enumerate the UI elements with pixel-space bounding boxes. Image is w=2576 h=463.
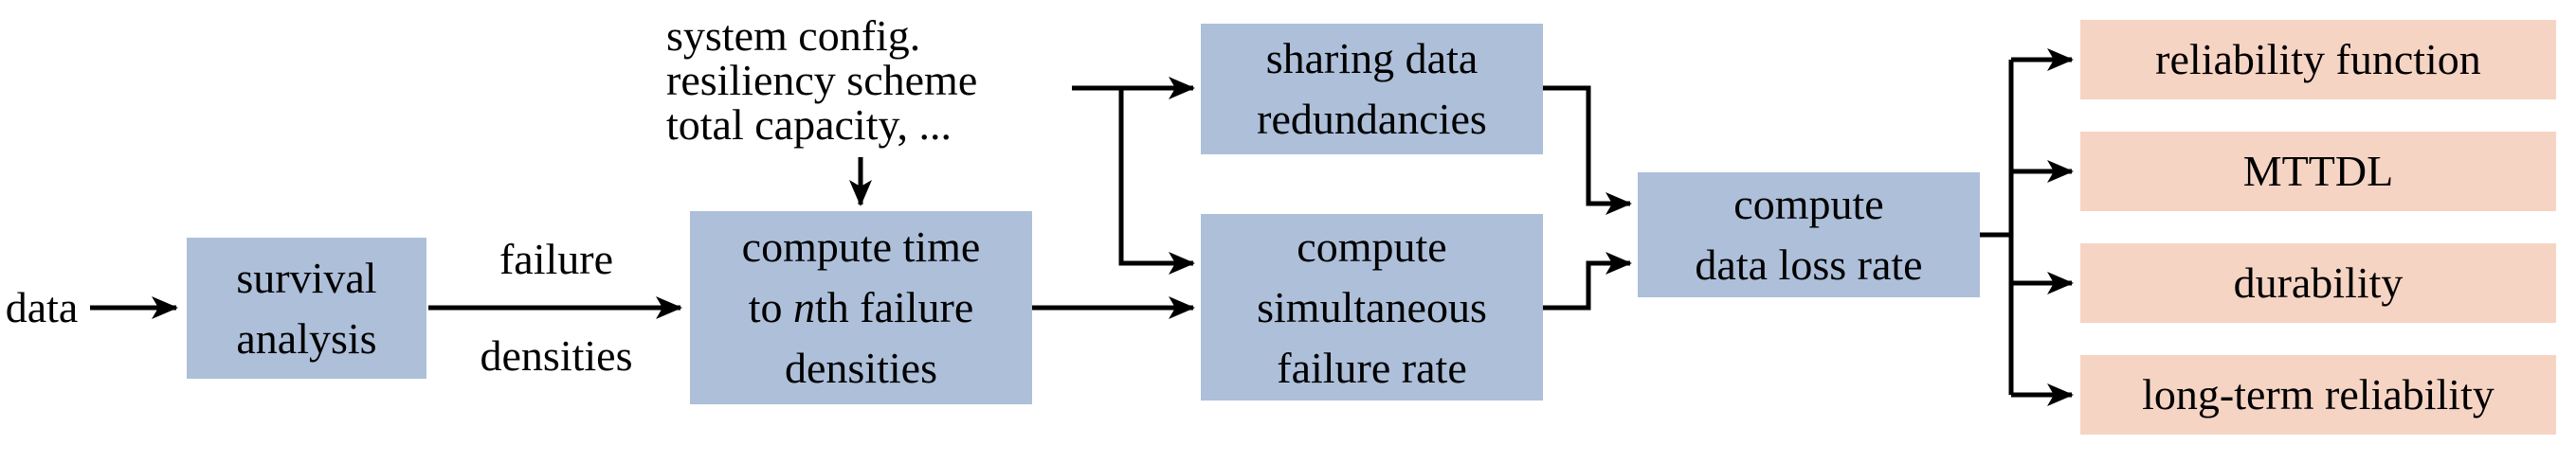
box-label-line: durability xyxy=(2233,258,2404,307)
edge-label-densities: densities xyxy=(480,331,633,380)
process-box-compute-simultaneous-failure-rate: compute simultaneous failure rate xyxy=(1201,214,1543,401)
annotation-system-config: system config. resiliency scheme total c… xyxy=(666,13,977,147)
box-label-segment: th failure xyxy=(814,283,974,331)
box-label-line: redundancies xyxy=(1257,95,1487,143)
box-label-line: simultaneous xyxy=(1257,282,1487,331)
box-label-line: compute xyxy=(1733,180,1884,228)
process-box-compute-data-loss-rate: compute data loss rate xyxy=(1638,172,1980,297)
box-label-line: analysis xyxy=(236,313,377,363)
box-label-line: data loss rate xyxy=(1695,240,1923,289)
process-box-sharing-data-redundancies: sharing data redundancies xyxy=(1201,24,1543,154)
edge-label-failure: failure xyxy=(499,235,614,283)
arrow-sharing-to-data-loss xyxy=(1543,85,1632,215)
box-label-line: survival xyxy=(236,253,377,302)
box-label-line: long-term reliability xyxy=(2142,370,2494,418)
box-label-segment: to xyxy=(748,283,793,331)
box-label-line: sharing data xyxy=(1265,34,1478,82)
box-label-line: compute xyxy=(1297,222,1447,271)
output-box-durability: durability xyxy=(2080,243,2556,323)
output-box-mttdl: MTTDL xyxy=(2080,132,2556,211)
box-label-line: failure rate xyxy=(1277,343,1467,392)
box-label-line: reliability function xyxy=(2155,35,2481,83)
box-label-line: densities xyxy=(785,344,937,392)
box-label-line: to nth failure xyxy=(749,277,974,338)
box-label-line: MTTDL xyxy=(2242,147,2394,195)
box-label-line: compute time xyxy=(741,223,981,271)
annotation-line-2: resiliency scheme xyxy=(666,56,978,104)
output-box-long-term-reliability: long-term reliability xyxy=(2080,355,2556,435)
output-box-reliability-function: reliability function xyxy=(2080,20,2556,99)
box-label-italic-n: n xyxy=(792,283,815,331)
annotation-line-1: system config. xyxy=(666,11,921,60)
arrow-simultaneous-to-data-loss xyxy=(1543,252,1632,311)
input-label-data: data xyxy=(5,283,79,331)
process-box-compute-time-to-nth-failure: compute time to nth failure densities xyxy=(690,211,1032,404)
annotation-line-3: total capacity, ... xyxy=(666,100,952,149)
process-box-survival-analysis: survival analysis xyxy=(187,238,426,379)
arrow-config-to-simultaneous xyxy=(1118,88,1195,275)
